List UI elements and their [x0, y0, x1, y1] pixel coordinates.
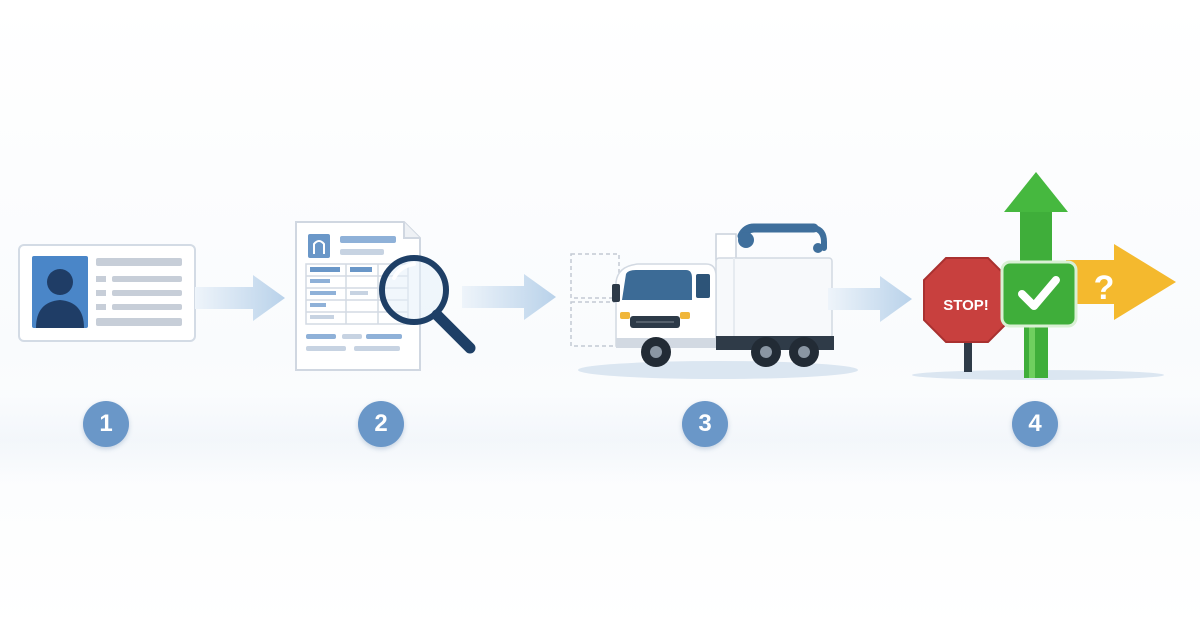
question-mark-text: ? [1094, 269, 1115, 307]
document-search-icon [294, 220, 484, 385]
step-3-badge: 3 [682, 401, 728, 447]
crane-truck-icon [568, 222, 858, 387]
stop-sign-text: STOP! [943, 297, 989, 314]
id-card-icon [18, 244, 198, 349]
decision-signs-icon: ? STOP! [906, 170, 1186, 395]
step-4-badge: 4 [1012, 401, 1058, 447]
step-1-badge: 1 [83, 401, 129, 447]
floor-shadow [0, 395, 1200, 485]
flow-arrow-3 [828, 274, 914, 329]
flow-arrow-2 [462, 272, 558, 327]
flow-arrow-1 [195, 273, 287, 328]
step-2-badge: 2 [358, 401, 404, 447]
